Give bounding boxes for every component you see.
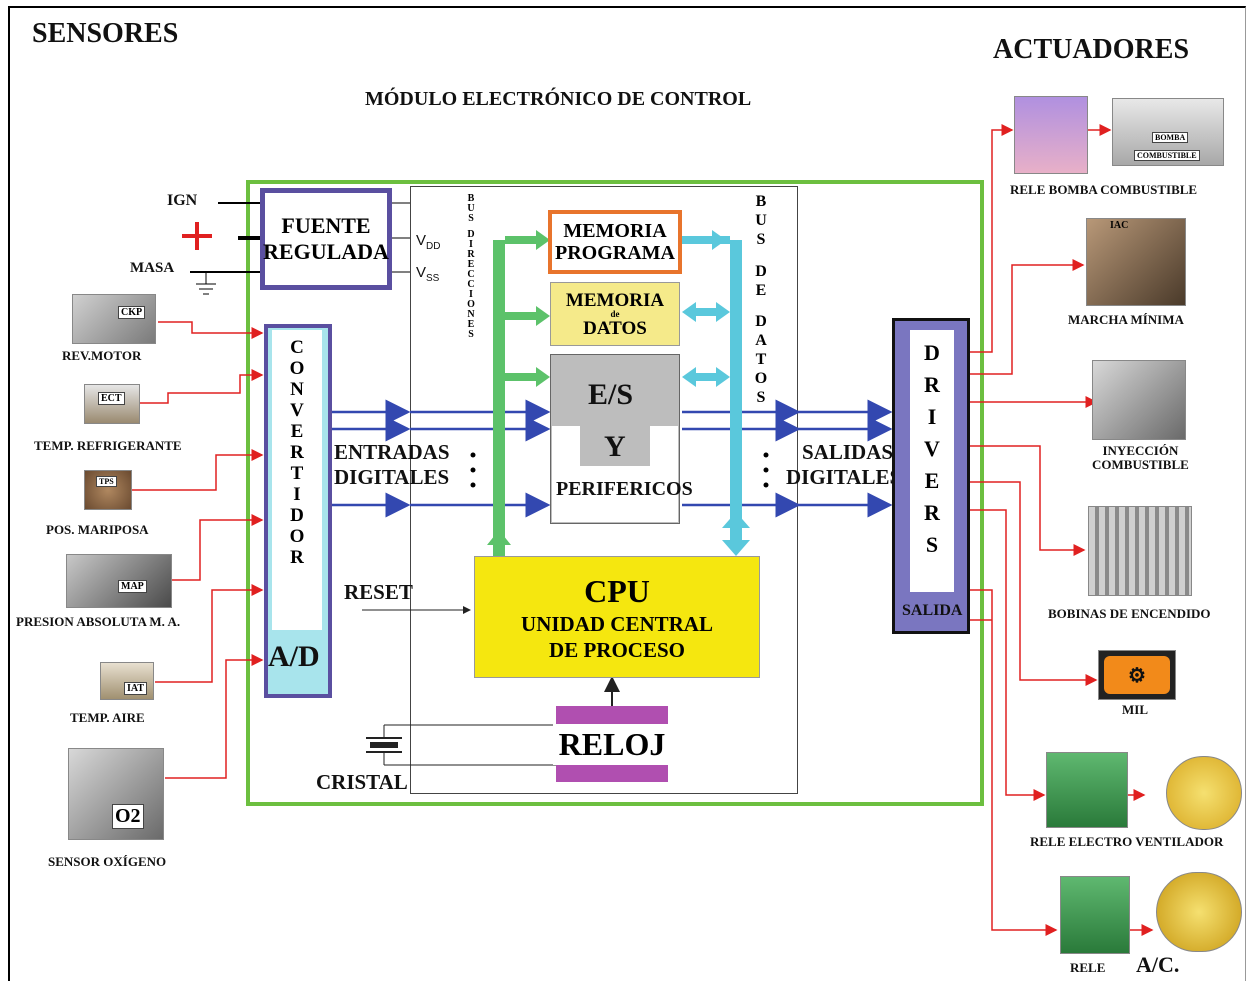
convertidor-char: T [291,464,304,483]
bus_dir-char: S [468,330,474,340]
combustible-tag: COMBUSTIBLE [1134,150,1200,161]
iac-image [1086,218,1186,306]
sensor-rev-motor-label: REV.MOTOR [62,348,141,364]
rele-bomba-image [1014,96,1088,174]
convertidor-char: V [290,401,304,420]
bomba-tag: BOMBA [1152,132,1188,143]
es-notch-right [650,426,678,466]
sensor-temp-refrigerante-label: TEMP. REFRIGERANTE [34,438,182,454]
sensor-oxigeno-label: SENSOR OXÍGENO [48,854,166,870]
ckp-sensor-image [72,294,156,344]
engine-check-icon: ⚙ [1104,656,1170,694]
inyector-image [1092,360,1186,440]
cristal-label: CRISTAL [316,770,408,795]
fuente-line1: FUENTE [281,213,370,239]
drivers-char: R [924,502,940,524]
bus_datos-char: A [755,333,767,349]
es-notch-left [552,426,580,466]
masa-label: MASA [130,260,174,277]
reset-label: RESET [344,580,413,605]
sensor-temp-aire-label: TEMP. AIRE [70,710,145,726]
bus_datos-char: T [756,352,767,368]
bus_datos-char: O [755,371,767,387]
es-label: E/S [588,378,633,412]
ac-compressor-icon [1156,872,1242,952]
bus_datos-char: D [755,264,767,280]
iat-tag: IAT [124,682,147,695]
fan-icon [1166,756,1242,830]
reloj-block: RELOJ [556,706,668,782]
inyeccion-combustible-label: INYECCIÓNCOMBUSTIBLE [1092,444,1189,473]
bus_dir-char: S [468,214,474,224]
rele-ac-image [1060,876,1130,954]
salida-label: SALIDA [902,602,962,620]
sensor-presion-absoluta-label: PRESION ABSOLUTA M. A. [16,614,180,630]
fuente-line2: REGULADA [263,239,389,265]
vdd-label: VDD [416,232,440,252]
tps-tag: TPS [96,476,117,487]
convertidor-char: O [290,359,305,378]
ad-label: A/D [268,640,320,674]
convertidor-char: C [290,338,304,357]
rele-bomba-combustible-label: RELE BOMBA COMBUSTIBLE [1010,182,1197,198]
rele-ventilador-image [1046,752,1128,828]
vss-label: VSS [416,264,439,284]
convertidor-char: I [293,485,300,504]
bus_datos-char: U [755,213,767,229]
drivers-char: S [926,534,938,556]
convertidor-char: O [290,527,305,546]
ign-label: IGN [167,192,197,210]
ckp-tag: CKP [118,306,145,319]
bus_datos-char: E [756,283,767,299]
convertidor-char: R [290,443,304,462]
o2-tag: O2 [112,804,144,829]
bus_datos-char: S [757,390,766,406]
drivers-char: I [928,406,937,428]
convertidor-char: D [290,506,304,525]
bobinas-encendido-label: BOBINAS DE ENCENDIDO [1048,606,1211,622]
ac-label: A/C. [1136,952,1179,978]
rele-electro-ventilador-label: RELE ELECTRO VENTILADOR [1030,834,1223,850]
drivers-char: V [924,438,940,460]
bobinas-image [1088,506,1192,596]
mil-label: MIL [1122,702,1148,718]
bus_datos-char: D [755,314,767,330]
iac-tag: IAC [1108,220,1130,231]
convertidor-char: R [290,548,304,567]
map-tag: MAP [118,580,147,593]
rele-label: RELE [1070,960,1105,976]
cpu-block: CPU UNIDAD CENTRAL DE PROCESO [474,556,760,678]
drivers-char: R [924,374,940,396]
drivers-char: E [925,470,940,492]
bus_datos-char: S [757,232,766,248]
perifericos-label: PERIFERICOS [556,478,693,501]
es-y-label: Y [604,430,626,464]
drivers-char: D [924,342,940,364]
marcha-minima-label: MARCHA MÍNIMA [1068,312,1184,328]
convertidor-char: E [291,422,304,441]
sensor-pos-mariposa-label: POS. MARIPOSA [46,522,149,538]
ect-tag: ECT [98,392,125,405]
convertidor-char: N [290,380,304,399]
fuente-regulada-block: FUENTE REGULADA [260,188,392,290]
bus_datos-char: B [756,194,767,210]
